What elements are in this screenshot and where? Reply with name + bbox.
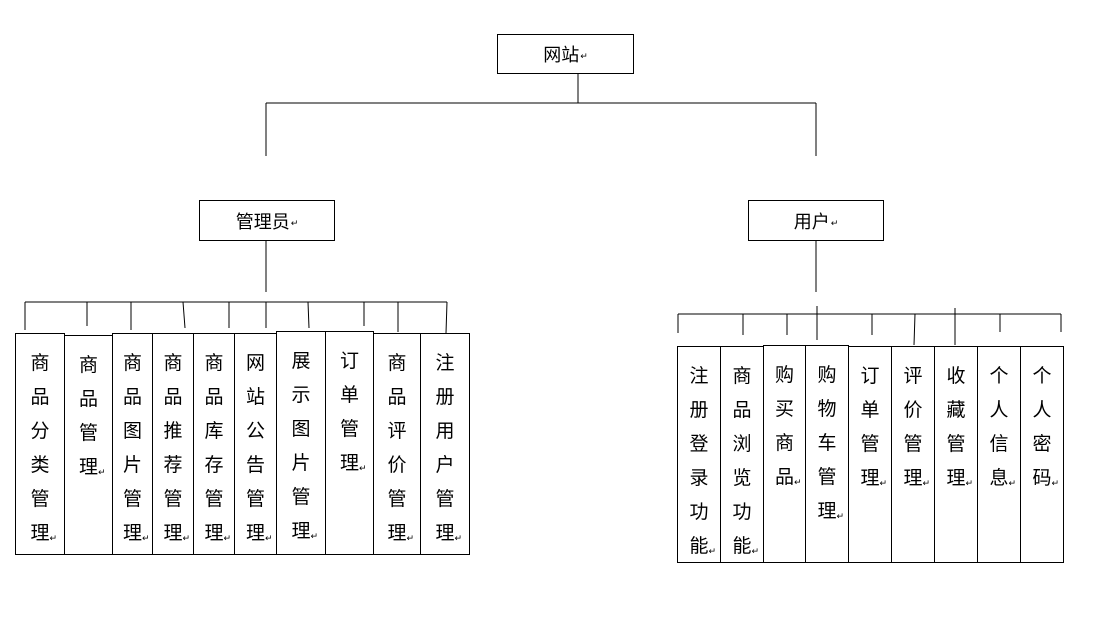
user-leaf: 注册登录功能↵	[677, 346, 721, 563]
admin-drop-7	[307, 301, 310, 329]
leaf-text: 商品评价管理↵	[387, 352, 415, 544]
user-leaf: 订单管理↵	[848, 346, 892, 563]
paragraph-mark-icon: ↵	[830, 218, 839, 229]
paragraph-mark-icon: ↵	[454, 534, 463, 544]
leaf-text: 展示图片管理↵	[291, 350, 319, 542]
leaf-text: 商品分类管理↵	[30, 352, 58, 544]
leaf-text: 商品浏览功能↵	[732, 365, 760, 557]
user-leaf: 个人信息↵	[977, 346, 1021, 563]
paragraph-mark-icon: ↵	[359, 464, 367, 474]
leaf-text: 注册登录功能↵	[689, 365, 717, 557]
paragraph-mark-icon: ↵	[98, 468, 106, 478]
leaf-text: 个人信息↵	[989, 365, 1017, 489]
admin-leaf: 订单管理↵	[325, 331, 374, 555]
admin-drop-10	[445, 301, 448, 334]
paragraph-mark-icon: ↵	[794, 478, 802, 488]
leaf-text: 评价管理↵	[903, 365, 931, 489]
paragraph-mark-icon: ↵	[965, 479, 974, 489]
leaf-text: 网站公告管理↵	[245, 352, 273, 544]
paragraph-mark-icon: ↵	[406, 534, 415, 544]
paragraph-mark-icon: ↵	[265, 534, 273, 544]
paragraph-mark-icon: ↵	[708, 547, 717, 557]
paragraph-mark-icon: ↵	[922, 479, 931, 489]
root-node: 网站↵	[497, 34, 634, 74]
admin-leaf: 网站公告管理↵	[234, 333, 277, 555]
paragraph-mark-icon: ↵	[49, 534, 58, 544]
user-drop-6	[913, 313, 916, 346]
admin-leaf: 商品管理↵	[64, 335, 113, 555]
admin-leaf: 商品图片管理↵	[112, 333, 153, 555]
paragraph-mark-icon: ↵	[1008, 479, 1017, 489]
leaf-text: 商品图片管理↵	[122, 352, 150, 544]
paragraph-mark-icon: ↵	[836, 512, 845, 522]
paragraph-mark-icon: ↵	[580, 52, 588, 62]
user-leaf: 商品浏览功能↵	[720, 346, 764, 563]
leaf-text: 订单管理↵	[339, 350, 367, 474]
user-leaf: 购物车管理↵	[805, 345, 849, 563]
paragraph-mark-icon: ↵	[290, 218, 299, 229]
leaf-text: 商品管理↵	[78, 354, 106, 478]
leaf-text: 购物车管理↵	[817, 364, 845, 522]
admin-node: 管理员↵	[199, 200, 335, 241]
leaf-text: 商品库存管理↵	[204, 352, 232, 544]
leaf-text: 商品推荐管理↵	[163, 352, 191, 544]
user-node: 用户↵	[748, 200, 884, 241]
admin-leaf: 商品评价管理↵	[373, 333, 421, 555]
paragraph-mark-icon: ↵	[1051, 479, 1060, 489]
root-label: 网站	[543, 45, 580, 66]
user-leaf: 收藏管理↵	[934, 346, 978, 563]
user-leaf: 评价管理↵	[891, 346, 935, 563]
admin-leaf: 商品推荐管理↵	[152, 333, 194, 555]
paragraph-mark-icon: ↵	[879, 479, 888, 489]
admin-leaf: 商品分类管理↵	[15, 333, 65, 555]
leaf-text: 购买商品↵	[774, 364, 802, 488]
user-label: 用户	[793, 211, 830, 233]
user-leaf: 个人密码↵	[1020, 346, 1064, 563]
admin-drop-4	[182, 301, 186, 329]
leaf-text: 订单管理↵	[860, 365, 888, 489]
admin-leaf: 注册用户管理↵	[420, 333, 470, 555]
paragraph-mark-icon: ↵	[182, 534, 191, 544]
paragraph-mark-icon: ↵	[142, 534, 150, 544]
user-leaf: 购买商品↵	[763, 345, 806, 563]
leaf-text: 个人密码↵	[1032, 365, 1060, 489]
leaf-text: 收藏管理↵	[946, 365, 974, 489]
leaf-text: 注册用户管理↵	[435, 352, 463, 544]
admin-leaf: 展示图片管理↵	[276, 331, 326, 555]
paragraph-mark-icon: ↵	[751, 547, 760, 557]
paragraph-mark-icon: ↵	[310, 532, 319, 542]
paragraph-mark-icon: ↵	[223, 534, 232, 544]
admin-leaf: 商品库存管理↵	[193, 333, 235, 555]
admin-label: 管理员	[235, 211, 290, 233]
